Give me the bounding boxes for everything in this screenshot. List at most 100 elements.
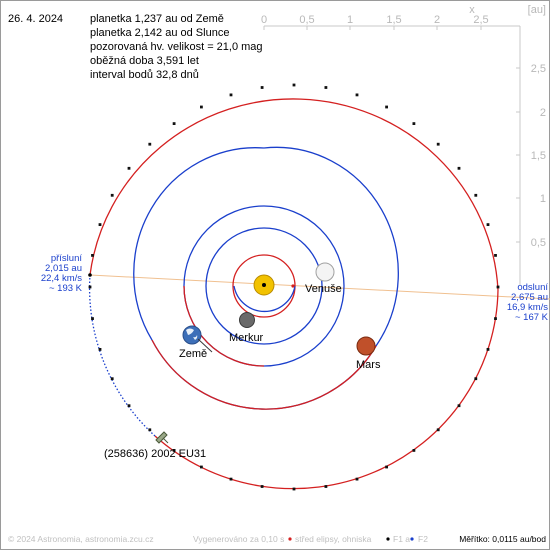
date-label: 26. 4. 2024 — [8, 13, 63, 25]
venus: Venuše — [305, 262, 342, 295]
y-tick-label: 1 — [540, 193, 546, 205]
axis-unit: [au] — [528, 4, 546, 16]
aphelion-temperature: ~ 167 K — [515, 312, 549, 323]
scale-text: Měřítko: 0,0115 au/bod — [459, 534, 546, 544]
interval-point — [148, 142, 152, 146]
venus-label: Venuše — [305, 283, 342, 295]
mars-icon — [356, 336, 376, 356]
interval-point — [412, 449, 416, 452]
legend-f1-text: F1 a — [393, 534, 410, 544]
x-axis-ticks: 0 0,5 1 1,5 2 2,5 x [au] — [261, 4, 546, 26]
ellipse-center-legend-icon — [288, 537, 292, 541]
footer: © 2024 Astronomia, astronomia.zcu.cz Vyg… — [8, 534, 546, 544]
f2-legend-icon — [410, 537, 414, 541]
venus-orbit — [205, 227, 323, 345]
perihelion-info: přísluní 2,015 au 22,4 km/s ~ 193 K — [41, 253, 92, 294]
x-axis-name: x — [469, 4, 475, 16]
aphelion-distance: 2,675 au — [511, 292, 548, 303]
info-line: pozorovaná hv. velikost = 21,0 mag — [90, 41, 263, 53]
interval-point — [474, 377, 478, 381]
earth-icon — [182, 325, 202, 345]
perihelion-speed: 22,4 km/s — [41, 273, 82, 284]
interval-point — [110, 377, 114, 381]
interval-point — [260, 86, 264, 89]
legend-center-text: střed elipsy, ohniska — [295, 534, 372, 544]
interval-point — [292, 83, 296, 87]
aphelion-title: odsluní — [517, 282, 548, 293]
x-tick-label: 0 — [261, 14, 267, 26]
mercury-icon — [239, 312, 255, 328]
coordinate-axes — [263, 25, 521, 285]
venus-icon — [315, 262, 335, 282]
interval-point — [496, 285, 500, 289]
f1-legend-icon — [386, 537, 390, 541]
apsides-line — [89, 274, 550, 300]
x-tick-label: 1,5 — [386, 14, 401, 26]
interval-point — [229, 477, 233, 481]
mars: Mars — [356, 336, 381, 371]
interval-point — [486, 348, 490, 351]
interval-point — [127, 404, 131, 408]
interval-point — [98, 223, 102, 226]
y-tick-label: 2,5 — [531, 63, 546, 75]
y-tick-label: 0,5 — [531, 237, 546, 249]
interval-point — [148, 428, 152, 432]
asteroid-orbit — [88, 98, 499, 490]
planet-orbits — [133, 146, 399, 410]
perihelion-temperature: ~ 193 K — [49, 283, 83, 294]
interval-point — [292, 487, 296, 491]
interval-point — [494, 254, 497, 257]
copyright-text: © 2024 Astronomia, astronomia.zcu.cz — [8, 534, 154, 544]
x-tick-label: 2 — [434, 14, 440, 26]
y-tick-label: 1,5 — [531, 150, 546, 162]
mars-label: Mars — [356, 359, 381, 371]
interval-point — [110, 193, 114, 197]
aphelion-speed: 16,9 km/s — [507, 302, 548, 313]
interval-point — [436, 142, 440, 146]
legend-f2-text: F2 — [418, 534, 428, 544]
x-tick-label: 1 — [347, 14, 353, 26]
interval-points — [88, 83, 500, 491]
interval-point — [88, 285, 92, 289]
info-line: oběžná doba 3,591 let — [90, 55, 199, 67]
focus-f1 — [262, 283, 266, 287]
interval-point — [412, 122, 416, 125]
mercury: Merkur — [229, 312, 264, 344]
generated-time: Vygenerováno za 0,10 s — [193, 534, 284, 544]
interval-point — [91, 254, 94, 257]
asteroid: (258636) 2002 EU31 — [104, 431, 206, 460]
aphelion-info: odsluní 2,675 au 16,9 km/s ~ 167 K — [507, 282, 549, 323]
asteroid-icon — [155, 431, 168, 444]
info-line: interval bodů 32,8 dnů — [90, 69, 199, 81]
interval-point — [474, 193, 478, 197]
interval-point — [457, 166, 461, 170]
ellipse-center-marker — [291, 284, 295, 288]
interval-point — [324, 485, 328, 488]
interval-point — [200, 465, 203, 469]
y-tick-label: 2 — [540, 107, 546, 119]
sun — [253, 274, 295, 296]
interval-point — [494, 317, 497, 320]
interval-point — [229, 93, 233, 97]
interval-point — [457, 404, 461, 408]
interval-point — [172, 449, 176, 452]
interval-point — [385, 105, 388, 109]
earth-label: Země — [179, 348, 207, 360]
y-axis-ticks: 2,5 2 1,5 1 0,5 — [531, 63, 546, 249]
x-tick-label: 2,5 — [473, 14, 488, 26]
interval-point — [355, 477, 359, 481]
info-line: planetka 1,237 au od Země — [90, 13, 224, 25]
x-tick-label: 0,5 — [299, 14, 314, 26]
interval-point — [385, 465, 388, 469]
interval-point — [98, 348, 102, 351]
perihelion-title: přísluní — [51, 253, 83, 264]
interval-point — [260, 485, 264, 488]
perihelion-distance: 2,015 au — [45, 263, 82, 274]
mercury-label: Merkur — [229, 332, 264, 344]
info-line: planetka 2,142 au od Slunce — [90, 27, 229, 39]
interval-point — [200, 105, 203, 109]
interval-point — [436, 428, 440, 432]
